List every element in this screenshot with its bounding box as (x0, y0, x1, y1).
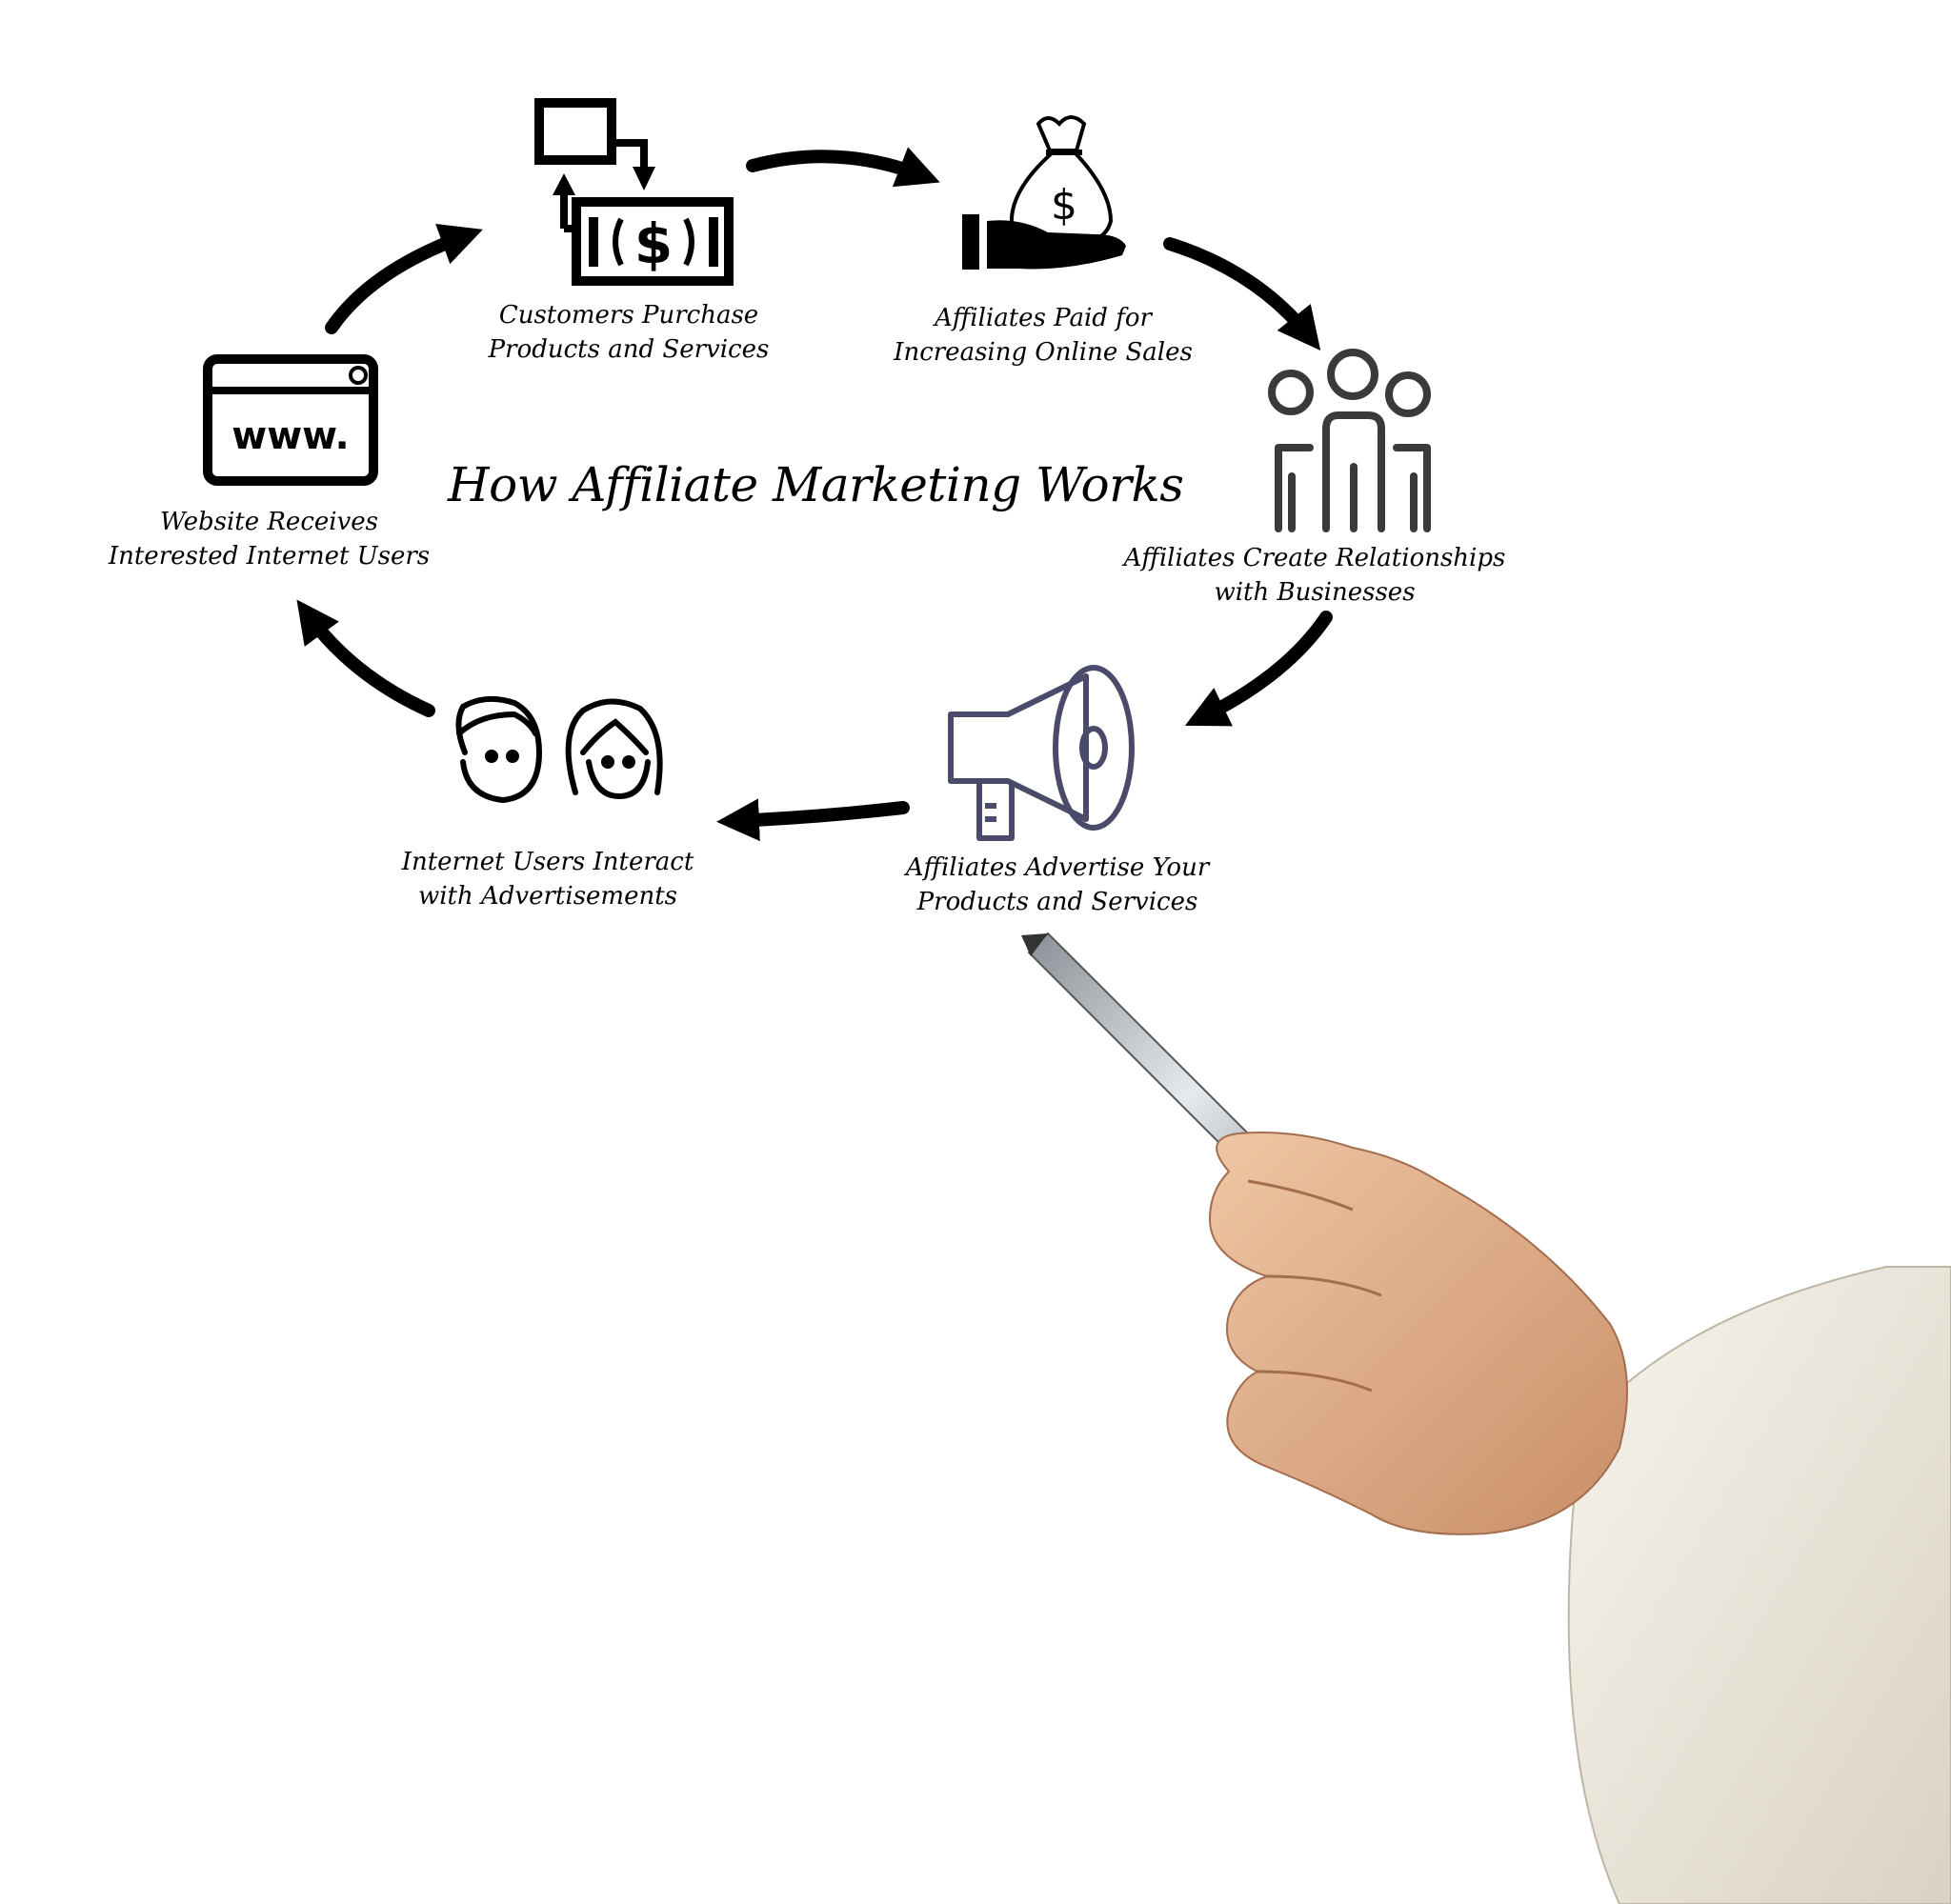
arrow-paid-to-relationships (1163, 237, 1321, 351)
arrow-purchase-to-paid (746, 147, 940, 188)
caption-line: Internet Users Interact (401, 848, 694, 876)
caption-line: Products and Services (488, 335, 770, 364)
caption-line: Interested Internet Users (108, 542, 431, 571)
pen-tip (1021, 933, 1048, 956)
hand-holding-pen-illustration (1021, 932, 1951, 1904)
caption-line: Increasing Online Sales (894, 338, 1193, 367)
dollar-bill-sign: $ (634, 211, 673, 276)
shirt-sleeve (1567, 1266, 1951, 1904)
caption-paid: Affiliates Paid for Increasing Online Sa… (881, 301, 1205, 370)
money-bag-dollar-sign: $ (1051, 181, 1077, 230)
caption-line: Affiliates Paid for (935, 304, 1152, 332)
browser-www-text: www. (231, 414, 350, 458)
diagram-title: How Affiliate Marketing Works (448, 457, 1184, 512)
caption-line: with Businesses (1214, 578, 1416, 607)
caption-line: Affiliates Advertise Your (905, 853, 1210, 882)
caption-website: Website Receives Interested Internet Use… (105, 505, 433, 573)
arrow-interact-to-website (296, 599, 435, 717)
group-of-people-icon (1268, 349, 1431, 532)
megaphone-icon (948, 665, 1135, 841)
caption-advertise: Affiliates Advertise Your Products and S… (886, 851, 1229, 919)
arrow-advertise-to-interact (716, 798, 910, 842)
man-and-woman-faces-icon (455, 695, 663, 804)
arrow-website-to-purchase (325, 224, 483, 334)
box-money-exchange-icon: $ (534, 98, 734, 286)
caption-relationships: Affiliates Create Relationships with Bus… (1105, 541, 1524, 610)
money-bag-in-hand-icon: $ (962, 115, 1126, 270)
caption-interact: Internet Users Interact with Advertiseme… (386, 845, 710, 913)
hand (1208, 1132, 1628, 1535)
caption-line: Customers Purchase (498, 301, 759, 330)
caption-line: Website Receives (159, 508, 379, 536)
caption-line: Products and Services (916, 888, 1198, 916)
browser-window-icon: www. (203, 354, 378, 486)
caption-purchase: Customers Purchase Products and Services (476, 298, 781, 367)
arrow-relationships-to-advertise (1184, 611, 1333, 727)
caption-line: with Advertisements (417, 882, 678, 911)
caption-line: Affiliates Create Relationships (1123, 544, 1506, 572)
cycle-arrows (296, 147, 1333, 842)
